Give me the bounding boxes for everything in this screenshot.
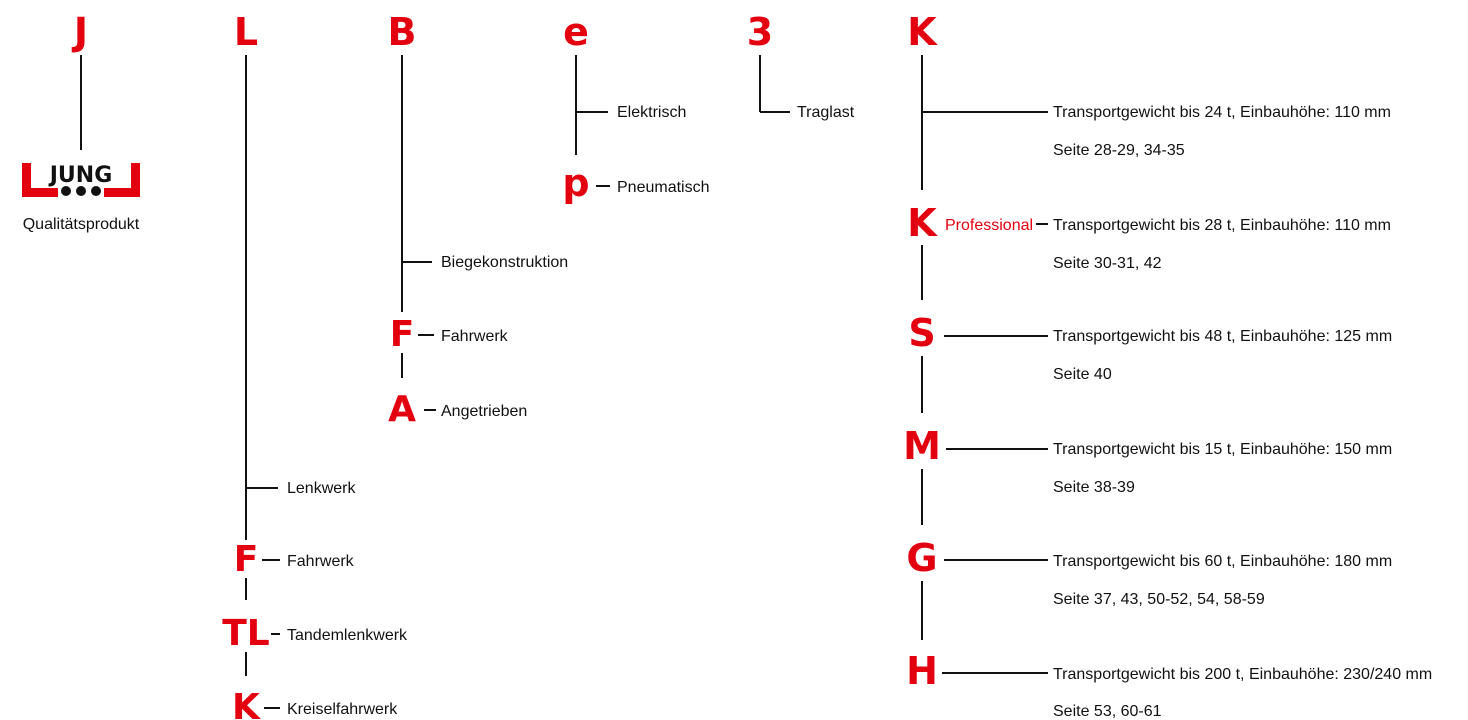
model-pages-4: Seite 37, 43, 50-52, 54, 58-59 bbox=[1053, 591, 1265, 608]
column-l-label-k: Kreiselfahrwerk bbox=[287, 701, 398, 718]
logo-dot-2 bbox=[76, 186, 86, 196]
column-l-label-f: Fahrwerk bbox=[287, 553, 355, 570]
model-weight-2: Transportgewicht bis 48 t, Einbauhöhe: 1… bbox=[1053, 328, 1392, 345]
column-k-letter: K bbox=[907, 10, 938, 54]
model-weight-0: Transportgewicht bis 24 t, Einbauhöhe: 1… bbox=[1053, 104, 1391, 121]
column-b-code-a: A bbox=[388, 389, 416, 430]
model-code-4: G bbox=[906, 536, 937, 580]
column-b-code-f: F bbox=[390, 314, 415, 355]
column-3-branch-label: Traglast bbox=[797, 104, 855, 121]
column-b-letter: B bbox=[388, 10, 417, 54]
column-e-label-p: Pneumatisch bbox=[617, 179, 710, 196]
logo-bracket-left-base bbox=[22, 188, 58, 197]
column-l-code-tl: TL bbox=[222, 613, 270, 654]
model-pages-1: Seite 30-31, 42 bbox=[1053, 255, 1162, 272]
model-weight-1: Transportgewicht bis 28 t, Einbauhöhe: 1… bbox=[1053, 217, 1391, 234]
column-e-letter: e bbox=[563, 10, 589, 54]
column-3-letter: 3 bbox=[747, 10, 773, 54]
column-e-code-p: p bbox=[562, 161, 589, 205]
model-pages-5: Seite 53, 60-61 bbox=[1053, 703, 1162, 720]
logo-caption: Qualitätsprodukt bbox=[23, 216, 140, 233]
model-weight-3: Transportgewicht bis 15 t, Einbauhöhe: 1… bbox=[1053, 441, 1392, 458]
model-pages-3: Seite 38-39 bbox=[1053, 479, 1135, 496]
column-b-branch-label: Biegekonstruktion bbox=[441, 254, 568, 271]
model-suffix-1: Professional bbox=[945, 217, 1033, 234]
model-code-5: H bbox=[906, 649, 938, 693]
model-weight-4: Transportgewicht bis 60 t, Einbauhöhe: 1… bbox=[1053, 553, 1392, 570]
logo-bracket-right-base bbox=[104, 188, 140, 197]
column-b-label-a: Angetrieben bbox=[441, 403, 527, 420]
column-l-code-k: K bbox=[232, 687, 261, 720]
column-b-label-f: Fahrwerk bbox=[441, 328, 509, 345]
model-code-3: M bbox=[903, 424, 941, 468]
logo-bracket-left bbox=[22, 163, 31, 197]
model-pages-0: Seite 28-29, 34-35 bbox=[1053, 142, 1185, 159]
column-l-letter: L bbox=[234, 10, 258, 54]
model-weight-5: Transportgewicht bis 200 t, Einbauhöhe: … bbox=[1053, 666, 1432, 683]
column-l-branch-label: Lenkwerk bbox=[287, 480, 356, 497]
model-code-2: S bbox=[908, 311, 935, 355]
model-code-1: K bbox=[907, 201, 938, 245]
logo-dot-1 bbox=[61, 186, 71, 196]
logo-dot-3 bbox=[91, 186, 101, 196]
column-e-branch-label: Elektrisch bbox=[617, 104, 686, 121]
column-l-code-f: F bbox=[234, 539, 259, 580]
model-pages-2: Seite 40 bbox=[1053, 366, 1112, 383]
logo-bracket-right bbox=[131, 163, 140, 197]
logo-wordmark: JUNG bbox=[48, 163, 113, 188]
column-l-label-tl: Tandemlenkwerk bbox=[287, 627, 408, 644]
jung-logo: JUNG bbox=[22, 163, 140, 197]
column-j-letter: J bbox=[71, 10, 88, 54]
